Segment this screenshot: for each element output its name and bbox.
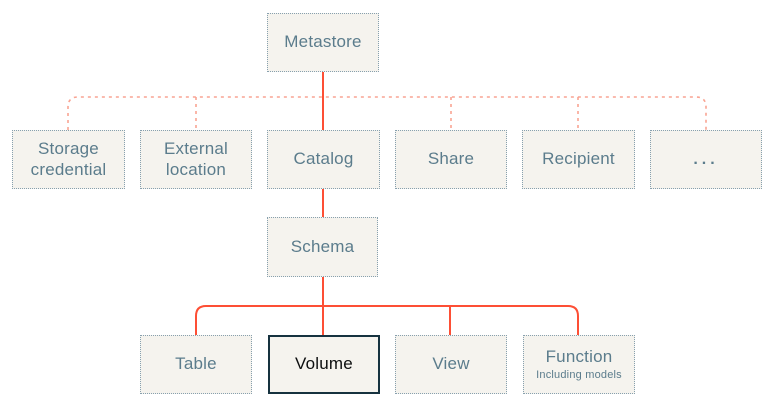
node-function: Function Including models [523,335,635,394]
node-metastore-label: Metastore [284,32,362,52]
node-storage-credential: Storage credential [12,130,125,189]
node-external-location-label: External location [164,138,228,179]
node-catalog-label: Catalog [293,149,354,169]
node-share-label: Share [427,149,475,169]
node-view-label: View [432,354,470,374]
node-table: Table [140,335,252,394]
node-table-label: Table [175,354,217,374]
node-metastore: Metastore [267,13,379,72]
node-recipient: Recipient [522,130,635,189]
connector-dashed-bus [67,96,707,130]
node-volume-label: Volume [295,354,353,374]
node-function-label: Function [545,347,613,367]
connector-solid-bus [195,305,579,335]
node-external-location: External location [140,130,252,189]
node-storage-credential-label: Storage credential [30,138,107,179]
node-volume: Volume [268,335,380,394]
node-schema: Schema [267,217,378,277]
node-function-sublabel: Including models [536,369,622,382]
node-ellipsis: ... [650,130,762,189]
node-schema-label: Schema [290,236,355,256]
node-share: Share [395,130,507,189]
node-view: View [395,335,507,394]
node-ellipsis-label: ... [693,150,719,168]
node-catalog: Catalog [267,130,380,189]
node-recipient-label: Recipient [542,149,615,169]
